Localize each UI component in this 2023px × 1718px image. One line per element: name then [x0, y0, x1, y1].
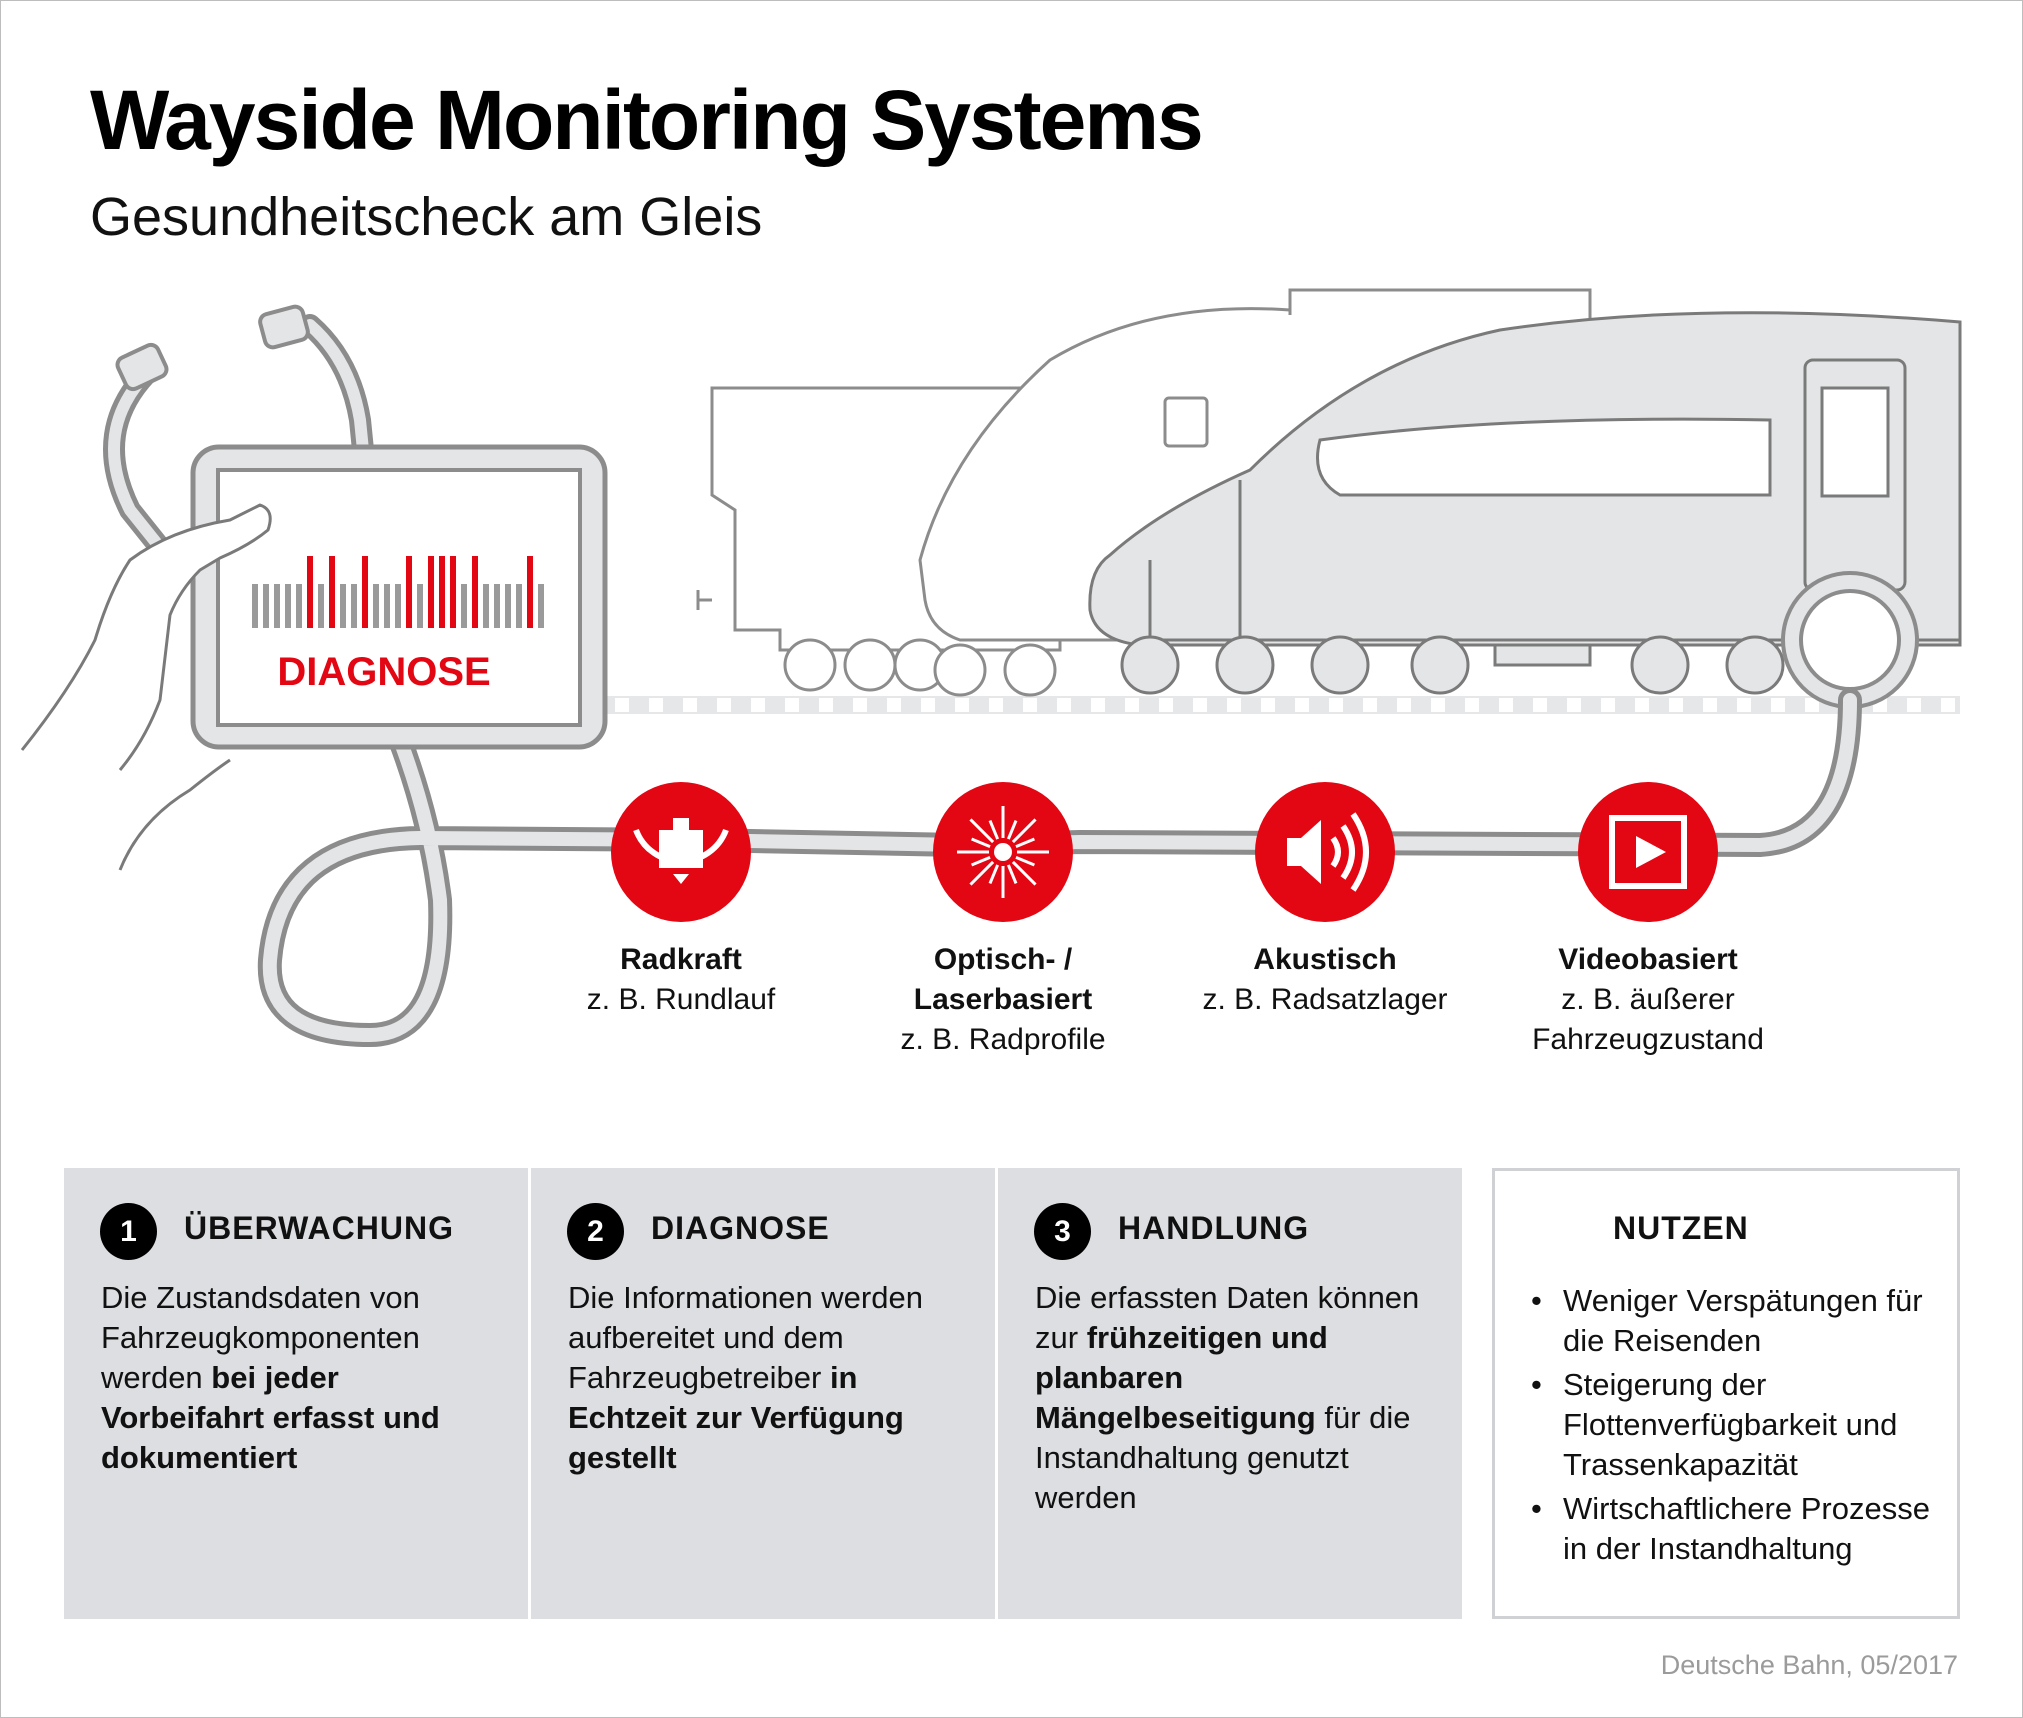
train-modern: [1088, 311, 1962, 695]
step-number-badge: 1: [100, 1203, 157, 1260]
page-title: Wayside Monitoring Systems: [90, 73, 1204, 167]
panel-title: DIAGNOSE: [651, 1210, 830, 1246]
stethoscope-tube: [103, 304, 1862, 1048]
laser-burst-icon: [933, 782, 1073, 922]
panel-action: 3 HANDLUNG Die erfassten Daten können zu…: [998, 1168, 1462, 1619]
list-item: Weniger Verspätungen für die Reisenden: [1531, 1281, 1951, 1361]
method-label-video: Videobasiert z. B. äußerer Fahrzeugzusta…: [1532, 943, 1764, 1056]
tablet-label: DIAGNOSE: [277, 650, 491, 694]
benefits-list: Weniger Verspätungen für die Reisenden S…: [1531, 1281, 1951, 1573]
panel-benefits: NUTZEN Weniger Verspätungen für die Reis…: [1492, 1168, 1960, 1619]
panel-text: Die Informationen werden aufbereitet und…: [568, 1280, 923, 1475]
video-play-icon: [1578, 782, 1718, 922]
list-item: Wirtschaftlichere Prozesse in der Instan…: [1531, 1489, 1951, 1569]
source-credit: Deutsche Bahn, 05/2017: [1660, 1650, 1958, 1680]
tablet-device: [190, 444, 608, 750]
page-subtitle: Gesundheitscheck am Gleis: [90, 187, 763, 247]
panel-text: Die Zustandsdaten von Fahrzeugkomponente…: [101, 1280, 440, 1475]
panel-title: NUTZEN: [1613, 1210, 1749, 1246]
step-number-badge: 3: [1034, 1203, 1091, 1260]
hands-holding-tablet: [20, 503, 272, 871]
speaker-icon: [1255, 782, 1395, 922]
wheel-sensor-ring: [1781, 571, 1919, 709]
panel-diagnosis: 2 DIAGNOSE Die Informationen werden aufb…: [531, 1168, 995, 1619]
panel-text: Die erfassten Daten können zur frühzeiti…: [1035, 1280, 1420, 1515]
railway-track: [600, 696, 1960, 714]
list-item: Steigerung der Flottenverfügbarkeit und …: [1531, 1365, 1951, 1485]
method-label-wheel-force: Radkraft z. B. Rundlauf: [586, 943, 776, 1016]
method-label-laser: Optisch- / Laserbasiert z. B. Radprofile: [900, 943, 1106, 1056]
step-number-badge: 2: [567, 1203, 624, 1260]
scale-weight-icon: [611, 782, 751, 922]
panel-monitoring: 1 ÜBERWACHUNG Die Zustandsdaten von Fahr…: [64, 1168, 528, 1619]
method-label-acoustic: Akustisch z. B. Radsatzlager: [1202, 943, 1448, 1016]
panel-title: HANDLUNG: [1118, 1210, 1310, 1246]
panel-title: ÜBERWACHUNG: [184, 1210, 454, 1246]
